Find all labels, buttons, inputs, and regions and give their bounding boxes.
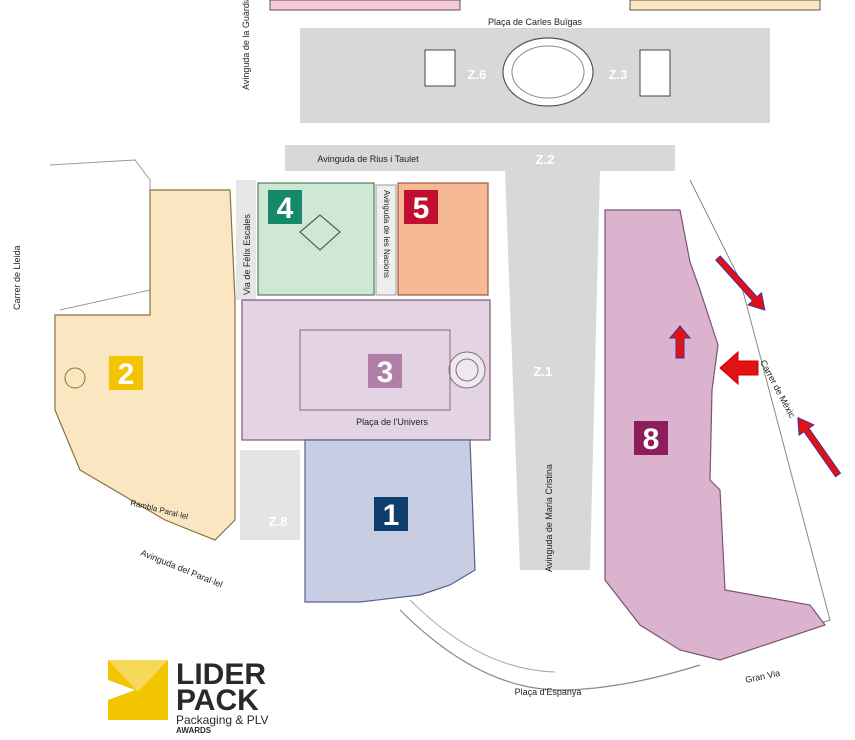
zone-8-label: Z.8 bbox=[269, 514, 288, 529]
arrow-mexic-bottom bbox=[797, 416, 842, 478]
hall-3-number: 3 bbox=[377, 356, 394, 389]
street-mexic: Carrer de Mèxic bbox=[758, 358, 797, 420]
hall-2-badge bbox=[109, 356, 143, 390]
street-rius-taulet: Avinguda de Rius i Taulet bbox=[317, 154, 419, 164]
maria-cristina-road bbox=[505, 171, 600, 570]
street-guardia: Avinguda de la Guàrdia bbox=[241, 0, 251, 90]
street-felix-escales: Via de Fèlix Escales bbox=[242, 214, 252, 295]
direction-arrows bbox=[668, 255, 842, 478]
plaza-oval bbox=[502, 37, 594, 107]
hall-4-number: 4 bbox=[277, 192, 294, 225]
street-parallel: Avinguda del Paral·lel bbox=[139, 548, 224, 590]
street-maria-cristina: Avinguda de Maria Cristina bbox=[544, 464, 554, 572]
liderpack-logo: LIDER PACK Packaging & PLV AWARDS bbox=[108, 658, 269, 735]
hall-8-number: 8 bbox=[643, 423, 660, 456]
halls bbox=[54, 182, 826, 661]
nacions-stairs bbox=[375, 184, 397, 296]
structure-z6 bbox=[424, 49, 456, 87]
zone-1-label: Z.1 bbox=[534, 364, 553, 379]
placa-espanya-inner bbox=[409, 599, 556, 673]
plaza-oval-inner bbox=[511, 45, 585, 99]
roads bbox=[49, 0, 831, 691]
hall-3-badge bbox=[368, 354, 402, 388]
street-gran-via: Gran Via bbox=[744, 668, 781, 685]
street-univers: Plaça de l'Univers bbox=[356, 417, 428, 427]
structure-z3 bbox=[639, 49, 671, 97]
arrow-mexic-top bbox=[715, 255, 766, 311]
hall-5-badge bbox=[404, 190, 438, 224]
logo-mark bbox=[108, 660, 168, 720]
zone-2-label: Z.2 bbox=[536, 152, 555, 167]
hall-2-number: 2 bbox=[118, 358, 135, 391]
hall-3-dome-inner bbox=[455, 358, 479, 382]
zone-7-label: Z.7 bbox=[379, 256, 394, 267]
hall-8[interactable] bbox=[604, 209, 826, 661]
lleida-outline bbox=[49, 159, 151, 311]
top-building-right bbox=[629, 0, 821, 11]
street-nacions: Avinguda de les Nacions bbox=[382, 190, 391, 278]
hall-3-inner-frame bbox=[299, 329, 451, 411]
street-buigas: Plaça de Carles Buïgas bbox=[488, 17, 583, 27]
hall-3-dome bbox=[448, 351, 486, 389]
hall-4-badge bbox=[268, 190, 302, 224]
top-building-left bbox=[269, 0, 461, 11]
zone-labels: Z.6 Z.3 Z.2 Z.1 Z.7 Z.8 bbox=[269, 67, 628, 529]
placa-espanya-curve bbox=[399, 609, 701, 691]
logo-line-1: LIDER bbox=[176, 658, 266, 691]
logo-mark-fold bbox=[108, 660, 168, 692]
hall-badges: 4 5 3 2 1 8 bbox=[109, 190, 668, 532]
hall-1-badge bbox=[374, 497, 408, 531]
zone-6-label: Z.6 bbox=[468, 67, 487, 82]
logo-line-3: Packaging & PLV bbox=[176, 713, 269, 727]
zone-3-label: Z.3 bbox=[609, 67, 628, 82]
felix-escales-road bbox=[236, 180, 256, 300]
hall-5-number: 5 bbox=[413, 192, 430, 225]
hall-2[interactable] bbox=[54, 189, 236, 541]
hall-2-ornament bbox=[64, 367, 86, 389]
hall-4-ornament bbox=[299, 214, 341, 251]
arrow-hall8-up bbox=[668, 325, 692, 359]
zone-8-area bbox=[240, 450, 300, 540]
hall-1-number: 1 bbox=[383, 499, 400, 532]
rius-taulet-road bbox=[285, 145, 675, 171]
hall-8-badge bbox=[634, 421, 668, 455]
street-placa-espanya: Plaça d'Espanya bbox=[515, 687, 582, 697]
arrow-hall8-entrance bbox=[719, 350, 759, 386]
logo-line-4: AWARDS bbox=[176, 726, 212, 735]
street-lleida: Carrer de Lleida bbox=[12, 245, 22, 310]
logo-line-2: PACK bbox=[176, 684, 259, 717]
